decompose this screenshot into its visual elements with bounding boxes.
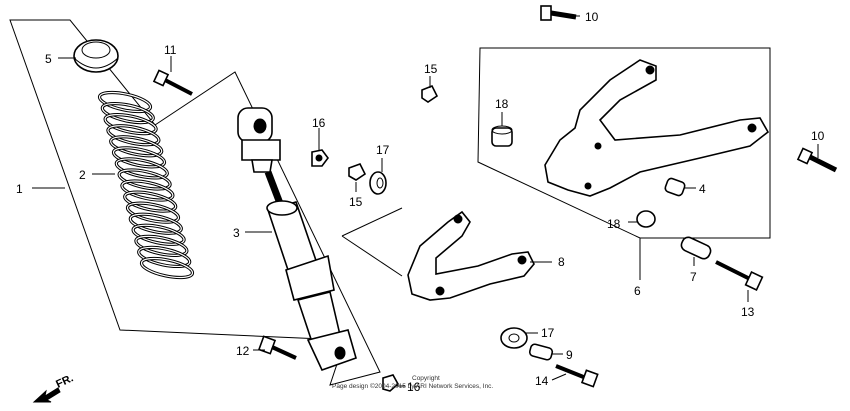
copyright-line1: Copyright <box>412 375 440 382</box>
spring-coil-highlight <box>112 147 166 168</box>
spring-coil-highlight <box>110 136 163 157</box>
bolt-11 <box>152 69 193 96</box>
spring-coil-highlight <box>115 158 168 179</box>
link-group-outline <box>341 207 403 277</box>
callout-11: 11 <box>164 43 177 57</box>
washer-17-upper <box>369 171 387 195</box>
front-arrow-icon <box>32 387 61 403</box>
spring-coil-highlight <box>98 91 152 113</box>
leader-14 <box>551 373 567 381</box>
callout-3: 3 <box>233 226 240 240</box>
callout-5: 5 <box>45 52 52 66</box>
spring-seat <box>73 39 119 73</box>
collar-18-upper <box>491 125 513 147</box>
spring-coil-highlight <box>101 102 154 124</box>
spring-coil-highlight <box>126 202 180 223</box>
nut-16-lower <box>382 374 400 392</box>
bolt-10-right <box>796 147 838 173</box>
callout-8: 8 <box>558 255 565 269</box>
callout-14: 14 <box>535 374 549 388</box>
callout-16-upper: 16 <box>312 116 326 130</box>
spring-coil-highlight <box>124 191 177 212</box>
collar-4 <box>664 177 686 197</box>
collar-18-lower <box>636 210 656 228</box>
bolt-10-top <box>540 5 577 21</box>
spring-coil-highlight <box>118 169 171 190</box>
callout-2: 2 <box>79 168 86 182</box>
callout-7: 7 <box>690 270 697 284</box>
bolt-12 <box>257 335 297 360</box>
callout-6: 6 <box>634 284 641 298</box>
bolt-13 <box>715 260 764 291</box>
shock-absorber <box>237 107 357 371</box>
spring-coil-highlight <box>132 224 185 245</box>
callout-15-lower: 15 <box>349 195 363 209</box>
callout-10-top: 10 <box>585 10 599 24</box>
spring-coil-highlight <box>104 114 157 135</box>
callout-18-lower: 18 <box>607 217 621 231</box>
spring-coil-highlight <box>138 246 191 268</box>
spring-coil-highlight <box>140 257 194 279</box>
callout-17-upper: 17 <box>376 143 390 157</box>
callout-10-right: 10 <box>811 129 825 143</box>
suspension-arm <box>544 59 770 197</box>
spring-coil-highlight <box>107 125 160 146</box>
nut-15-upper <box>421 84 439 103</box>
callout-13: 13 <box>741 305 755 319</box>
spring-coil-highlight <box>135 235 188 256</box>
pin-7 <box>680 236 712 260</box>
shock-link <box>407 210 535 301</box>
callout-15-upper: 15 <box>424 62 438 76</box>
copyright-line2: Page design ©2004-2015 by ARI Network Se… <box>332 382 493 390</box>
callout-12: 12 <box>236 344 250 358</box>
callout-18-upper: 18 <box>495 97 509 111</box>
callout-16-lower: 16 <box>407 380 421 394</box>
callout-4: 4 <box>699 182 706 196</box>
shock-spring <box>97 90 195 280</box>
arm-group-outline <box>477 47 771 239</box>
nut-16-upper <box>311 149 329 167</box>
washer-17-lower <box>500 327 528 349</box>
callout-1: 1 <box>16 182 23 196</box>
callout-17-lower: 17 <box>541 326 555 340</box>
front-direction-label: FR. <box>54 372 75 390</box>
spring-coil-highlight <box>129 213 182 234</box>
spring-coil-highlight <box>121 180 174 201</box>
nut-15-lower <box>348 163 367 181</box>
bolt-14 <box>555 364 599 388</box>
collar-9 <box>528 343 554 361</box>
callout-9: 9 <box>566 348 573 362</box>
